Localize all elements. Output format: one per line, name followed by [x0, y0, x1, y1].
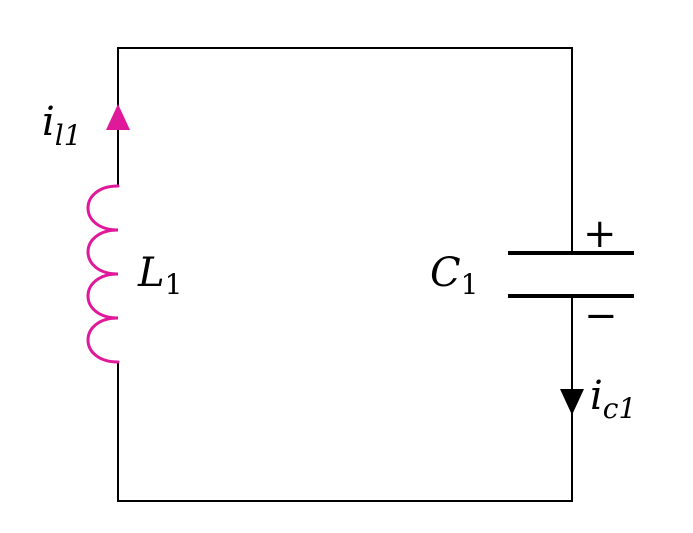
inductor-coil	[86, 184, 120, 364]
wires	[117, 47, 573, 502]
capacitor-current-arrow-icon	[560, 389, 584, 415]
capacitor-minus-sign: −	[584, 293, 618, 339]
capacitor-current-label: ic1	[590, 373, 636, 425]
capacitor-plus-sign: +	[583, 211, 617, 257]
inductor-label: L1	[137, 250, 182, 301]
capacitor-label: C1	[430, 250, 478, 301]
inductor-current-arrow-icon	[106, 104, 130, 130]
inductor-current-label: il1	[42, 99, 82, 152]
